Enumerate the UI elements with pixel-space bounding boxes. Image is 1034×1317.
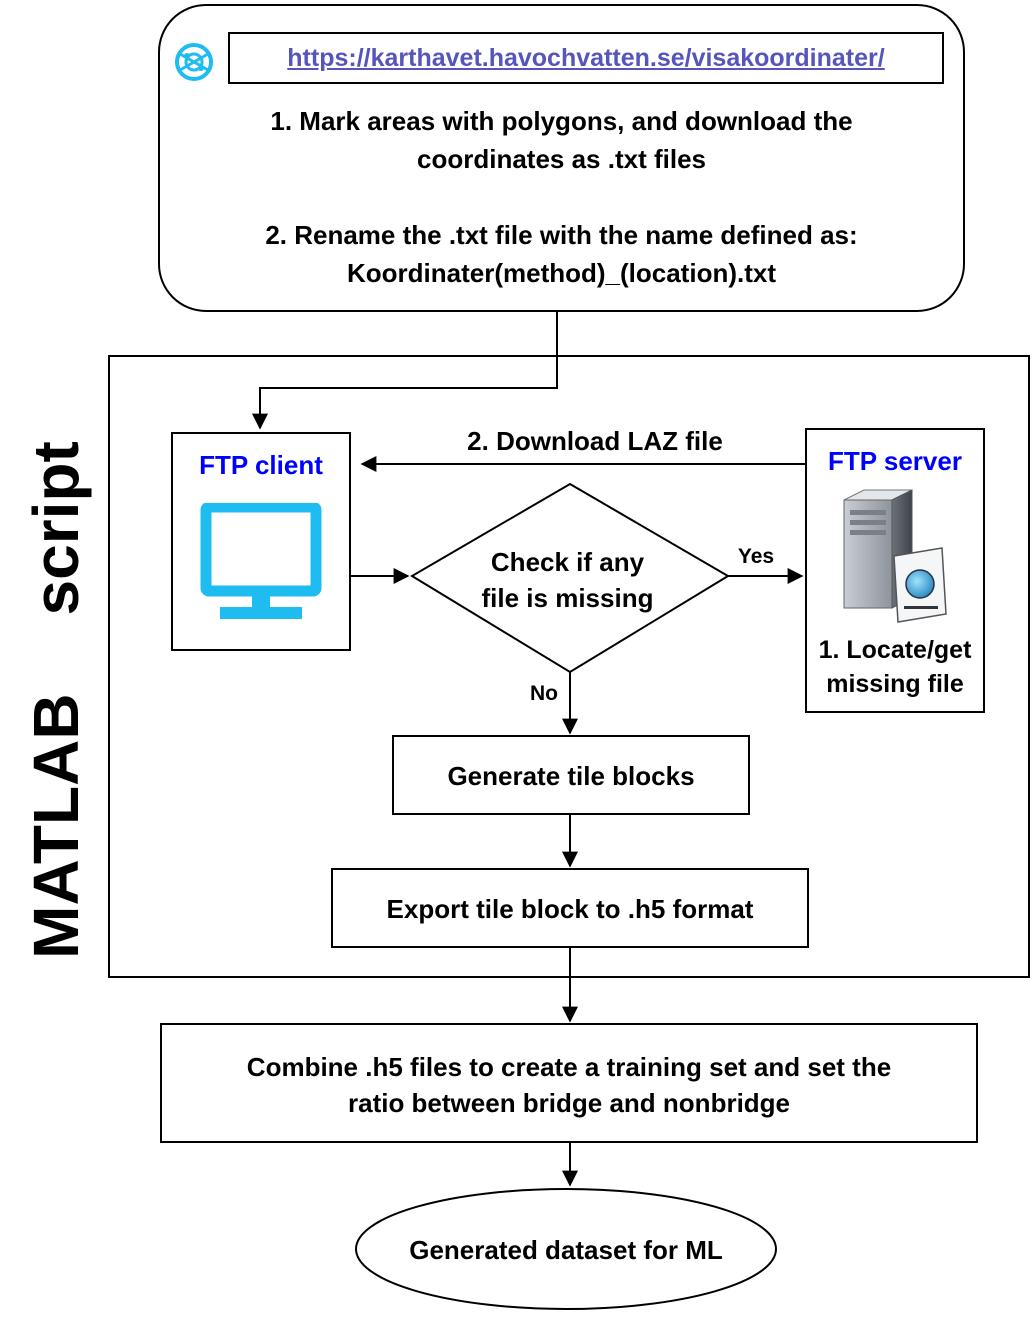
- download-laz-label: 2. Download LAZ file: [467, 426, 723, 456]
- step1-line2: coordinates as .txt files: [417, 144, 706, 174]
- matlab-script-container: [108, 355, 1030, 978]
- decision-line2: file is missing: [481, 583, 654, 613]
- decision-diamond: [410, 482, 730, 674]
- ftp-server-step-line2: missing file: [826, 670, 964, 698]
- final-dataset-text: Generated dataset for ML: [409, 1235, 723, 1265]
- script-word: script: [20, 441, 92, 616]
- server-icon: [843, 489, 947, 623]
- generate-tile-blocks-box: [392, 735, 750, 815]
- globe-network-icon: [175, 43, 213, 81]
- ftp-server-box: [805, 428, 985, 713]
- matlab-word: MATLAB: [20, 693, 92, 959]
- step2-line1: 2. Rename the .txt file with the name de…: [265, 220, 858, 250]
- final-ellipse: [355, 1188, 777, 1310]
- ftp-server-step-line1: 1. Locate/get: [818, 636, 972, 664]
- no-label: No: [530, 682, 558, 705]
- combine-line1: Combine .h5 files to create a training s…: [246, 1052, 892, 1082]
- monitor-icon: [200, 503, 322, 619]
- ftp-client-title: FTP client: [199, 450, 323, 480]
- ftp-client-box: [171, 432, 351, 651]
- url-link[interactable]: https://karthavet.havochvatten.se/visako…: [287, 44, 885, 72]
- step2-line2: Koordinater(method)_(location).txt: [347, 258, 776, 288]
- yes-label: Yes: [737, 545, 775, 568]
- url-box[interactable]: [228, 32, 944, 84]
- export-h5-box: [331, 868, 809, 948]
- combine-box: [160, 1023, 978, 1143]
- export-h5-text: Export tile block to .h5 format: [386, 894, 754, 924]
- combine-line2: ratio between bridge and nonbridge: [347, 1088, 791, 1118]
- arrow-top-to-client: [252, 312, 558, 430]
- decision-line1: Check if any: [490, 547, 645, 577]
- instructions-box: [158, 4, 965, 312]
- step1-line1: 1. Mark areas with polygons, and downloa…: [270, 106, 853, 136]
- generate-tile-blocks-text: Generate tile blocks: [447, 761, 695, 791]
- ftp-server-title: FTP server: [828, 446, 962, 476]
